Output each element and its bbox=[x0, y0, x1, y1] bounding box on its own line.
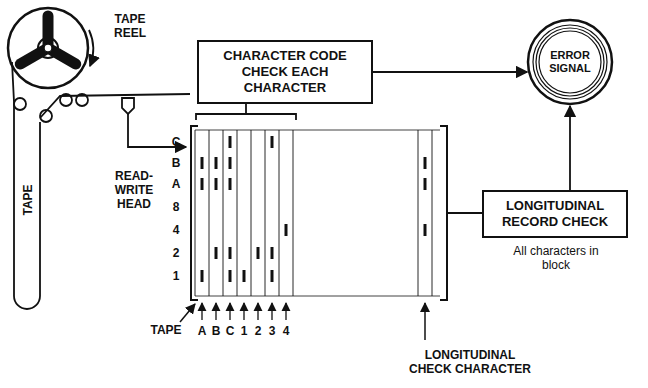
row-label: A bbox=[172, 177, 181, 191]
column-pointers bbox=[202, 303, 286, 320]
check-box: LONGITUDINAL RECORD CHECK bbox=[482, 190, 628, 238]
node-text: LONGITUDINAL RECORD CHECK bbox=[492, 198, 618, 230]
bit-mark bbox=[201, 270, 204, 282]
node-text: CHARACTER CODE CHECK EACH CHARACTER bbox=[207, 48, 363, 96]
bit-mark bbox=[201, 157, 204, 169]
row-label: 8 bbox=[173, 200, 180, 214]
row-label: 4 bbox=[173, 223, 180, 237]
row-label: 1 bbox=[173, 269, 180, 283]
bit-mark bbox=[201, 178, 204, 190]
bit-mark bbox=[229, 270, 232, 282]
node-text: ERROR SIGNAL bbox=[548, 49, 592, 75]
column-label: 1 bbox=[241, 324, 248, 338]
bit-mark bbox=[243, 270, 246, 282]
bit-mark bbox=[215, 157, 218, 169]
bit-mark bbox=[229, 178, 232, 190]
bit-mark bbox=[229, 247, 232, 259]
note-label: All characters in block bbox=[506, 244, 606, 272]
tape-label: TAPE bbox=[21, 184, 35, 215]
bit-mark bbox=[285, 224, 288, 236]
column-label: C bbox=[226, 324, 235, 338]
bit-mark bbox=[257, 247, 260, 259]
frame-line bbox=[237, 130, 238, 296]
connector-arrow bbox=[373, 71, 527, 73]
tape-pointer bbox=[180, 304, 195, 322]
frame-line bbox=[418, 130, 419, 296]
check-bit-mark bbox=[424, 224, 427, 236]
tape-block bbox=[191, 114, 482, 300]
tape-path bbox=[12, 62, 190, 309]
check-bit-mark bbox=[424, 178, 427, 190]
bit-mark bbox=[271, 136, 274, 148]
column-arrow bbox=[257, 303, 258, 320]
reel-label: TAPE REEL bbox=[105, 12, 155, 40]
frame-line bbox=[209, 130, 210, 296]
column-arrow bbox=[271, 303, 272, 320]
column-arrow bbox=[201, 303, 202, 320]
bit-mark bbox=[215, 178, 218, 190]
column-arrow bbox=[243, 303, 244, 320]
head-label: READ-WRITE HEAD bbox=[104, 169, 164, 211]
column-arrow bbox=[229, 303, 230, 320]
column-label: B bbox=[212, 324, 221, 338]
column-arrow bbox=[215, 303, 216, 320]
row-label: B bbox=[172, 156, 181, 170]
frame-line bbox=[251, 130, 252, 296]
bit-mark bbox=[271, 247, 274, 259]
row-label: C bbox=[172, 135, 181, 149]
tape-label: TAPE bbox=[150, 323, 181, 337]
check-char-label: LONGITUDINAL CHECK CHARACTER bbox=[405, 348, 535, 376]
column-label: 2 bbox=[255, 324, 262, 338]
error-signal-circle: ERROR SIGNAL bbox=[526, 18, 614, 106]
column-arrow bbox=[285, 303, 286, 320]
bit-mark bbox=[229, 157, 232, 169]
frame-line bbox=[195, 130, 196, 296]
frame-line bbox=[293, 130, 294, 296]
tape-reel bbox=[8, 8, 93, 88]
check-box: CHARACTER CODE CHECK EACH CHARACTER bbox=[197, 40, 373, 104]
check-bit-mark bbox=[424, 157, 427, 169]
column-label: A bbox=[198, 324, 207, 338]
connector-arrow bbox=[569, 106, 571, 190]
row-label: 2 bbox=[173, 246, 180, 260]
frame-line bbox=[432, 130, 433, 296]
check-char-pointer bbox=[424, 303, 426, 340]
bit-mark bbox=[229, 136, 232, 148]
bracket-stem bbox=[245, 104, 247, 114]
frame-line bbox=[265, 130, 266, 296]
frame-line bbox=[279, 130, 280, 296]
bit-mark bbox=[215, 247, 218, 259]
column-label: 4 bbox=[283, 324, 290, 338]
frame-line bbox=[223, 130, 224, 296]
bit-mark bbox=[271, 270, 274, 282]
column-label: 3 bbox=[269, 324, 276, 338]
